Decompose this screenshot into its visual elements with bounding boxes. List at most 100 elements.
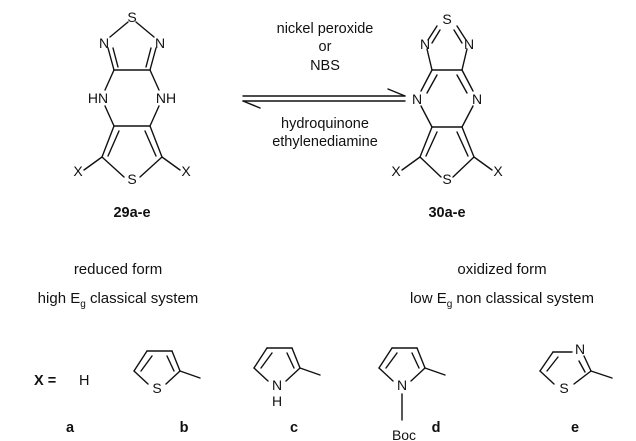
- substituent-a-key: a: [66, 420, 75, 436]
- bond: [427, 25, 438, 41]
- bond: [149, 47, 157, 71]
- bond: [410, 367, 426, 382]
- bond: [583, 355, 592, 372]
- substituent-c-key: c: [290, 420, 298, 436]
- atom-label: X: [181, 163, 191, 179]
- forward-arrow-head: [387, 88, 406, 97]
- reactant-caption-line1: reduced form: [74, 261, 162, 278]
- bond: [420, 69, 433, 92]
- atom-label: N: [472, 91, 482, 107]
- atom-label: N: [575, 341, 585, 357]
- atom-label: N: [99, 35, 109, 51]
- reverse-reagent-1: hydroquinone: [281, 116, 369, 132]
- atom-label: HN: [88, 90, 108, 106]
- bond: [101, 156, 125, 178]
- bond: [461, 126, 475, 158]
- bond: [104, 105, 115, 127]
- substituent-a-text: H: [79, 373, 89, 389]
- bond: [135, 21, 155, 38]
- bond: [416, 347, 426, 369]
- substituent-e-thiazolyl: N S: [539, 341, 613, 396]
- bond: [109, 21, 129, 38]
- bond: [456, 131, 469, 157]
- bond: [546, 356, 559, 372]
- reverse-reagent-2: ethylenediamine: [272, 134, 378, 150]
- bond: [424, 367, 446, 376]
- bond: [253, 367, 269, 382]
- reactant-caption-line2: high Eg classical system: [38, 290, 199, 310]
- bond: [285, 367, 301, 382]
- substituent-b-thienyl: S: [133, 350, 201, 396]
- atom-label: N: [464, 36, 474, 52]
- bond: [149, 105, 160, 127]
- equilibrium-arrow: [242, 88, 406, 109]
- reactant-structure: S N N HN NH S X X: [73, 9, 191, 187]
- atom-label: X: [493, 163, 503, 179]
- atom-label: N: [420, 36, 430, 52]
- reverse-arrow-head: [242, 100, 261, 109]
- bond: [539, 370, 555, 385]
- product-caption-line2: low Eg non classical system: [410, 290, 594, 310]
- bond: [431, 29, 441, 44]
- forward-reagent-1: nickel peroxide: [277, 21, 374, 37]
- bond: [419, 156, 442, 178]
- bond: [452, 156, 475, 178]
- bond: [378, 367, 394, 382]
- bond: [144, 130, 157, 157]
- bond: [420, 105, 433, 128]
- bond: [133, 370, 149, 385]
- atom-label: N: [397, 377, 407, 393]
- substituent-d-key: d: [432, 420, 441, 436]
- product-caption-line1: oxidized form: [457, 261, 546, 278]
- bond: [578, 360, 586, 373]
- bond: [461, 69, 474, 92]
- bond: [83, 156, 103, 171]
- bond: [179, 370, 201, 379]
- bond: [161, 156, 181, 171]
- bond: [456, 25, 467, 41]
- bond: [385, 352, 398, 369]
- bond: [419, 126, 433, 158]
- substituent-c-pyrrolyl: N H: [253, 347, 321, 409]
- bond: [539, 351, 554, 372]
- product-label: 30a-e: [428, 205, 465, 221]
- substituent-e-key: e: [571, 420, 579, 436]
- atom-label: X: [391, 163, 401, 179]
- bond: [140, 355, 153, 372]
- atom-label: S: [559, 380, 568, 396]
- bond: [107, 47, 115, 71]
- bond: [426, 74, 438, 94]
- bond: [133, 350, 148, 372]
- bond: [573, 370, 592, 385]
- bond: [411, 352, 420, 369]
- atom-label: S: [442, 171, 451, 187]
- bond: [260, 352, 273, 369]
- bond: [107, 130, 120, 157]
- bond: [590, 370, 613, 379]
- atom-label: N: [412, 91, 422, 107]
- product-structure: S N N N N S X X: [391, 11, 503, 187]
- atom-label: S: [152, 380, 161, 396]
- bond: [425, 131, 438, 157]
- atom-label: Boc: [392, 427, 416, 441]
- bond: [104, 69, 115, 91]
- bond: [461, 105, 474, 128]
- substituent-d-boc-pyrrolyl: N Boc: [378, 347, 446, 441]
- x-equals-label: X =: [34, 373, 56, 389]
- bond: [112, 47, 119, 68]
- atom-label: H: [272, 393, 282, 409]
- atom-label: S: [127, 171, 136, 187]
- bond: [286, 352, 295, 369]
- atom-label: S: [127, 9, 136, 25]
- atom-label: X: [73, 163, 83, 179]
- bond: [461, 48, 468, 71]
- bond: [299, 367, 321, 376]
- atom-label: N: [155, 35, 165, 51]
- bond: [171, 350, 181, 372]
- bond: [453, 29, 463, 44]
- forward-reagent-2: NBS: [310, 58, 340, 74]
- atom-label: N: [272, 377, 282, 393]
- bond: [149, 69, 160, 91]
- bond: [378, 347, 393, 369]
